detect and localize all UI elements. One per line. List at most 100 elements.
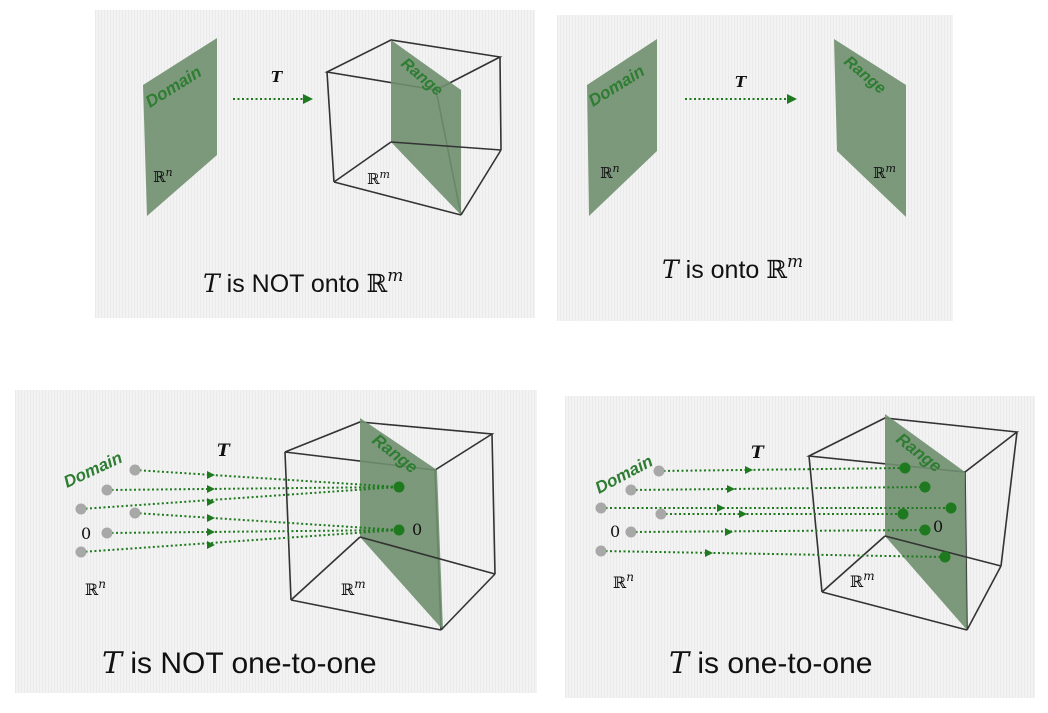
caption: T is NOT onto ℝm: [203, 266, 403, 298]
domain-points: [75, 464, 141, 558]
arrowhead: [207, 498, 215, 506]
range-plane: [391, 40, 461, 215]
map-label-t: T: [751, 443, 765, 463]
panel-not-one-to-one: Range Domain T 0 0 ℝn ℝm T is NOT one-to…: [15, 390, 537, 693]
domain-point: [625, 526, 637, 538]
map-label-t: T: [735, 73, 748, 91]
arrowhead: [727, 485, 735, 493]
cube-edge: [460, 149, 502, 216]
cube-edge: [884, 535, 1002, 567]
cube-edge: [333, 181, 462, 216]
range-point: [393, 481, 405, 493]
cube-edge: [326, 71, 335, 183]
cube-edge: [499, 56, 502, 151]
cube-edge: [821, 535, 886, 593]
map-arrow: [630, 529, 926, 533]
range-point-zero: [919, 524, 931, 536]
arrowhead: [207, 471, 215, 479]
map-arrow: [134, 512, 400, 531]
range-space-label: ℝm: [850, 569, 875, 591]
range-space-label: ℝm: [873, 162, 896, 182]
cube-edge: [390, 141, 502, 151]
map-arrow: [630, 486, 926, 491]
cube-edge: [491, 433, 496, 575]
map-arrow: [134, 469, 400, 488]
range-plane: [360, 418, 443, 630]
range-points: [897, 462, 957, 563]
domain-point: [595, 545, 607, 557]
diagram-one-to-one: Range Domain T 0 0 ℝn ℝm T is one-to-one: [592, 414, 1020, 681]
cube-edge: [808, 455, 823, 593]
range-point: [899, 462, 911, 474]
domain-space-label: ℝn: [600, 162, 620, 182]
domain-space-label: ℝn: [153, 166, 173, 186]
domain-point: [653, 465, 665, 477]
domain-zero-label: 0: [81, 524, 91, 543]
cube-edge: [966, 565, 1002, 631]
diagram-not-one-to-one: Range Domain T 0 0 ℝn ℝm T is NOT one-to…: [61, 418, 496, 681]
domain-space-label: ℝn: [85, 577, 106, 599]
domain-plane: [587, 39, 657, 216]
map-arrow: [80, 486, 400, 510]
cube-edge: [821, 591, 968, 631]
map-arrow: [600, 550, 946, 558]
arrowheads: [207, 471, 215, 549]
arrowhead: [207, 485, 215, 493]
domain-point: [655, 508, 667, 520]
caption: T is onto ℝm: [662, 252, 803, 284]
caption: T is one-to-one: [669, 646, 872, 681]
arrowhead: [717, 504, 725, 512]
range-zero-label: 0: [933, 517, 943, 536]
domain-point: [625, 484, 637, 496]
panel-not-onto: Domain ℝn T Range ℝm T is NOT onto ℝm: [95, 10, 535, 318]
domain-points: [595, 465, 667, 557]
arrowheads: [705, 466, 753, 557]
arrowhead: [739, 510, 747, 518]
domain-point: [595, 502, 607, 514]
cube-edge: [290, 536, 361, 601]
domain-plane: [143, 38, 217, 216]
map-arrow: [80, 529, 400, 553]
domain-point: [101, 484, 113, 496]
caption: T is NOT one-to-one: [102, 646, 377, 681]
domain-space-label: ℝn: [613, 570, 634, 592]
cube-edge: [290, 599, 442, 631]
range-point-zero: [393, 524, 405, 536]
cube-edge: [333, 141, 392, 183]
range-space-label: ℝm: [367, 168, 390, 188]
map-arrowhead: [303, 94, 313, 104]
domain-point: [129, 464, 141, 476]
range-point: [897, 508, 909, 520]
arrowhead: [207, 541, 215, 549]
range-plane: [834, 39, 906, 217]
map-arrow: [106, 529, 400, 534]
range-point: [945, 502, 957, 514]
domain-point: [75, 546, 87, 558]
range-space-label: ℝm: [341, 577, 366, 599]
arrowhead: [207, 528, 215, 536]
map-label-t: T: [271, 68, 284, 86]
cube-edge: [284, 451, 292, 601]
map-label-t: T: [217, 441, 231, 461]
diagram-onto: Domain ℝn T Range ℝm T is onto ℝm: [585, 39, 906, 284]
panel-onto: Domain ℝn T Range ℝm T is onto ℝm: [557, 15, 953, 321]
domain-point: [75, 503, 87, 515]
arrowhead: [705, 549, 713, 557]
arrowhead: [725, 528, 733, 536]
map-arrows: [600, 467, 951, 558]
domain-zero-label: 0: [610, 522, 620, 541]
panel-one-to-one: Range Domain T 0 0 ℝn ℝm T is one-to-one: [565, 396, 1035, 698]
map-arrowhead: [787, 94, 797, 104]
domain-point: [101, 527, 113, 539]
cube-edge: [440, 573, 496, 631]
map-arrows: [80, 469, 400, 553]
diagram-not-onto: Domain ℝn T Range ℝm T is NOT onto ℝm: [142, 38, 503, 298]
domain-label: Domain: [61, 448, 126, 492]
cube-edge: [1000, 431, 1018, 567]
domain-point: [129, 507, 141, 519]
cube-edge: [359, 536, 496, 575]
range-point: [919, 481, 931, 493]
arrowhead: [207, 514, 215, 522]
arrowhead: [745, 466, 753, 474]
range-point: [939, 551, 951, 563]
